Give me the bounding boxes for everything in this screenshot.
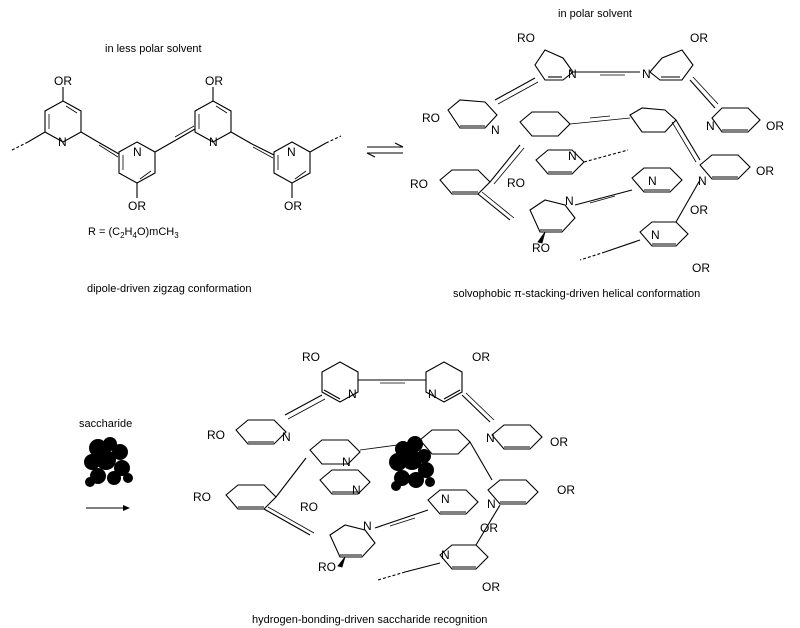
or-label: OR <box>557 483 575 497</box>
or-label: OR <box>128 199 146 213</box>
reaction-arrow <box>86 505 130 511</box>
helical-oligomer: OR RO N N RO N OR N N RO RO N OR <box>410 31 784 275</box>
n-label: N <box>491 123 500 137</box>
n-label: N <box>363 519 372 533</box>
or-label: OR <box>284 199 302 213</box>
pyridine-ring-3 <box>194 87 275 159</box>
n-label: N <box>642 67 651 81</box>
ro-label: RO <box>517 31 535 45</box>
helix-saccharide-complex: RO N N OR RO N OR N N N RO RO N <box>193 350 575 594</box>
n-label: N <box>342 455 351 469</box>
n-label: N <box>568 67 577 81</box>
n-label: N <box>287 145 296 159</box>
or-label: OR <box>472 350 490 364</box>
r-group-definition: R = (C2H4O)mCH3 <box>88 226 179 240</box>
or-label: OR <box>482 580 500 594</box>
n-label: N <box>706 119 715 133</box>
n-label: N <box>282 430 291 444</box>
ro-label: RO <box>193 490 211 504</box>
ro-label: RO <box>422 111 440 125</box>
ro-label: RO <box>300 500 318 514</box>
n-label: N <box>58 135 67 149</box>
ro-label: RO <box>302 350 320 364</box>
ro-label: RO <box>207 428 225 442</box>
n-label: N <box>209 135 218 149</box>
n-label: N <box>441 492 450 506</box>
ro-label: RO <box>318 560 336 574</box>
n-label: N <box>698 174 707 188</box>
zigzag-conformation-label: dipole-driven zigzag conformation <box>87 283 251 295</box>
n-label: N <box>648 174 657 188</box>
equilibrium-arrows <box>366 142 404 158</box>
saccharide-label: saccharide <box>79 418 132 430</box>
or-label: OR <box>54 74 72 88</box>
or-label: OR <box>690 31 708 45</box>
pyridine-ring-2 <box>118 125 196 198</box>
ro-label: RO <box>507 176 525 190</box>
or-label: OR <box>205 74 223 88</box>
n-label: N <box>486 431 495 445</box>
ro-label: RO <box>410 177 428 191</box>
or-label: OR <box>690 203 708 217</box>
n-label: N <box>568 149 577 163</box>
polar-solvent-label: in polar solvent <box>558 8 632 20</box>
zigzag-oligomer: OR N N OR OR N <box>11 74 342 213</box>
pyridine-ring-1 <box>11 87 120 158</box>
n-label: N <box>133 145 142 159</box>
helical-conformation-label: solvophobic π-stacking-driven helical co… <box>453 288 700 300</box>
recognition-label: hydrogen-bonding-driven saccharide recog… <box>252 614 487 626</box>
n-label: N <box>651 228 660 242</box>
or-label: OR <box>756 164 774 178</box>
less-polar-solvent-label: in less polar solvent <box>105 43 202 55</box>
n-label: N <box>348 387 357 401</box>
n-label: N <box>487 497 496 511</box>
n-label: N <box>428 387 437 401</box>
bound-saccharide <box>389 436 435 491</box>
n-label: N <box>441 548 450 562</box>
n-label: N <box>352 483 361 497</box>
saccharide-blob <box>84 437 133 487</box>
pyridine-ring-4 <box>273 135 342 198</box>
ro-label: RO <box>532 241 550 255</box>
or-label: OR <box>550 435 568 449</box>
or-label: OR <box>766 119 784 133</box>
or-label: OR <box>692 261 710 275</box>
n-label: N <box>565 194 574 208</box>
